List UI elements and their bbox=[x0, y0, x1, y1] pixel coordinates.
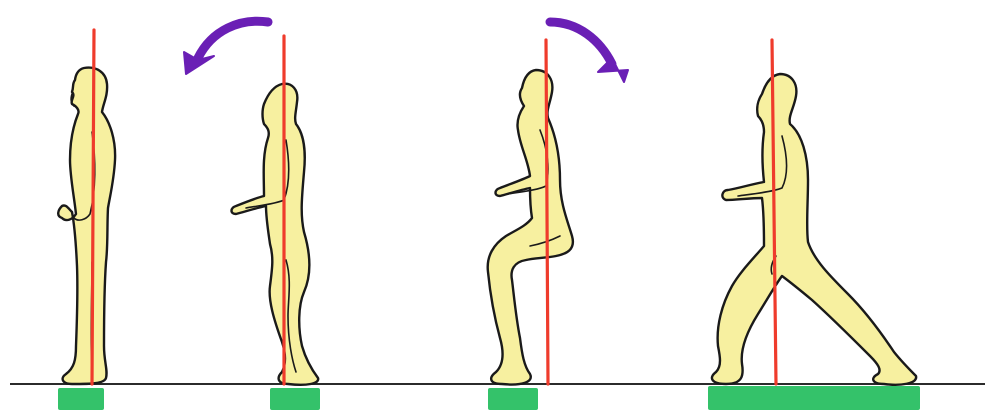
center-line-3 bbox=[546, 40, 548, 384]
support-base-1 bbox=[58, 388, 104, 410]
center-line-1 bbox=[92, 30, 94, 384]
support-base-3 bbox=[488, 388, 538, 410]
support-base-4 bbox=[708, 386, 920, 410]
support-base-2 bbox=[270, 388, 320, 410]
